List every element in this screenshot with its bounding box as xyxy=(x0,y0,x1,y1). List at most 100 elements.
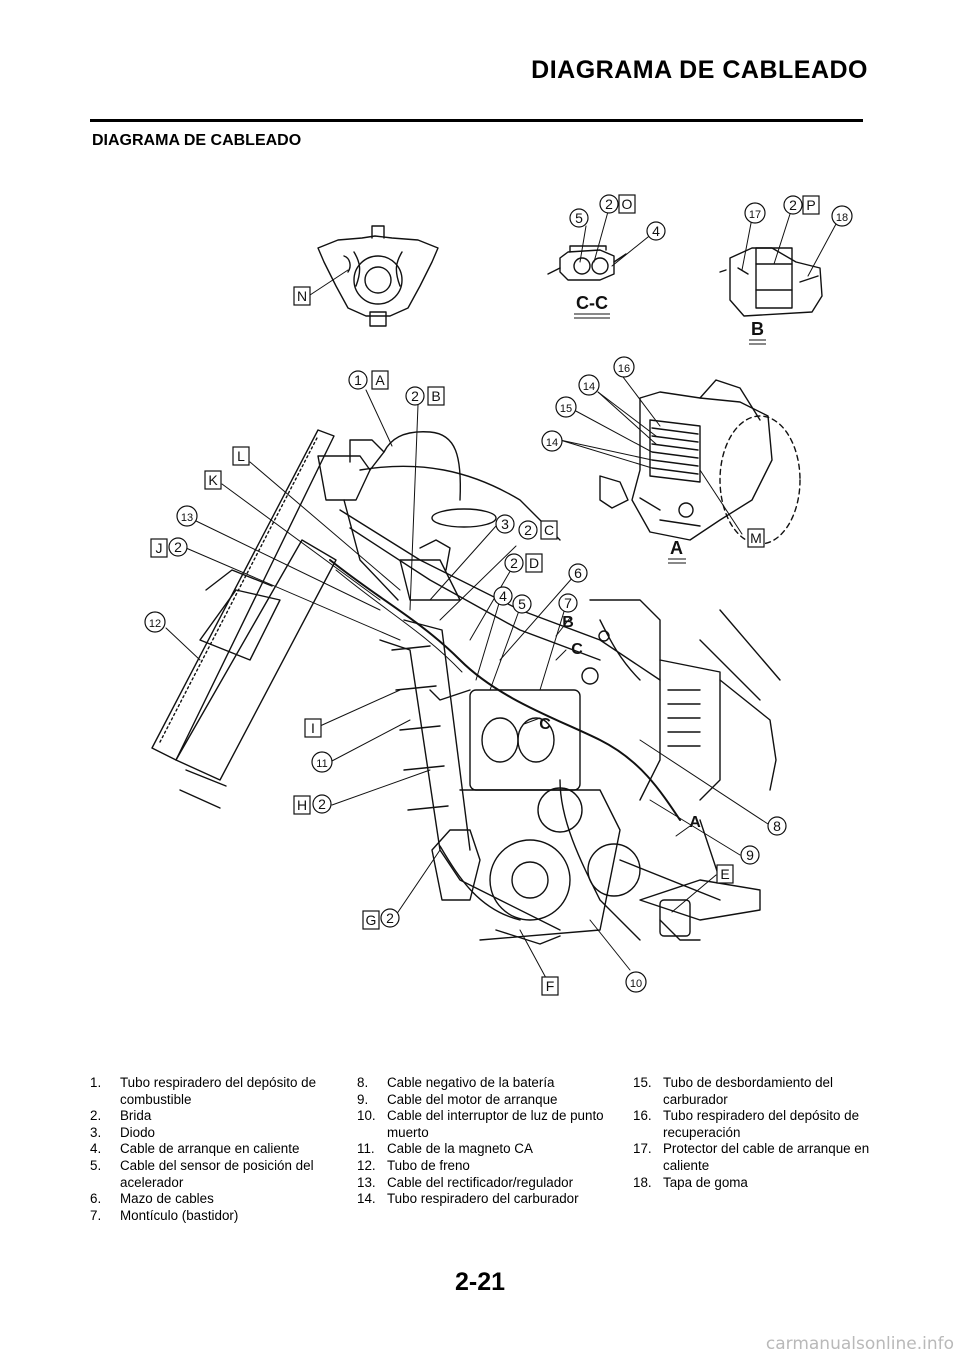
callout-h: H xyxy=(293,795,311,815)
callout-c2d: 2 xyxy=(504,553,524,573)
legend-item-text: Tubo de desbordamiento del carburador xyxy=(663,1075,833,1107)
section-cc-view xyxy=(547,245,627,281)
callout-label: 17 xyxy=(749,209,761,221)
callout-label: D xyxy=(529,555,539,571)
callout-b_box: B xyxy=(427,386,445,406)
callout-c2c: 2 xyxy=(518,520,538,540)
callout-label: J xyxy=(156,540,163,556)
callout-label: 3 xyxy=(501,516,509,532)
callout-label: N xyxy=(297,288,307,304)
callout-o: O xyxy=(618,194,636,214)
callout-label: 13 xyxy=(181,512,193,524)
callout-label: K xyxy=(208,472,218,488)
legend-item-text: Cable del sensor de posición del acelera… xyxy=(120,1157,314,1190)
callout-label: 4 xyxy=(499,588,507,604)
callout-label: O xyxy=(622,196,633,212)
callout-label: 2 xyxy=(411,388,419,404)
legend-item: 4.Cable de arranque en caliente xyxy=(90,1141,357,1158)
callout-d_box: D xyxy=(525,553,543,573)
legend-item-text: Tubo de freno xyxy=(387,1157,470,1173)
motorcycle-frame-drawing xyxy=(151,429,781,945)
callout-k: K xyxy=(204,470,222,490)
callout-j: J xyxy=(150,538,168,558)
section-a-view xyxy=(599,379,801,545)
legend-item: 14.Tubo respiradero del carburador xyxy=(357,1191,633,1208)
legend-item-text: Mazo de cables xyxy=(120,1191,214,1207)
callout-f: F xyxy=(541,976,559,996)
legend-item-number: 17. xyxy=(633,1141,652,1157)
legend-item-text: Tubo respiradero del depósito de combust… xyxy=(120,1075,317,1107)
callout-lc2: C xyxy=(539,716,551,733)
callout-label: 2 xyxy=(174,539,182,555)
legend-item-text: Cable negativo de la batería xyxy=(387,1075,555,1090)
headlight-view xyxy=(317,225,439,327)
callout-lc1: C xyxy=(571,641,583,658)
wiring-diagram: C-C B A N52O4172P1816141514M1A2BLK13J232… xyxy=(144,194,853,996)
callout-label: 7 xyxy=(564,595,572,611)
callout-label: 14 xyxy=(583,381,595,393)
callout-c18: 18 xyxy=(831,205,853,227)
callout-label: P xyxy=(806,197,815,213)
callout-c17: 17 xyxy=(744,202,766,224)
callout-label: M xyxy=(750,530,762,546)
callout-label: H xyxy=(297,797,307,813)
callout-label: 2 xyxy=(789,197,797,213)
callout-label: 6 xyxy=(574,565,582,581)
section-cc-label: C-C xyxy=(576,293,608,313)
callout-c5: 5 xyxy=(569,208,589,228)
callout-label: E xyxy=(720,866,729,882)
callout-c2o: 2 xyxy=(599,194,619,214)
callout-label: 5 xyxy=(575,210,583,226)
callout-label: 4 xyxy=(652,223,660,239)
legend-item-number: 8. xyxy=(357,1075,369,1090)
callout-label: 2 xyxy=(510,555,518,571)
callout-label: 9 xyxy=(746,847,754,863)
callout-l: L xyxy=(232,446,250,466)
callout-c14b: 14 xyxy=(541,430,563,452)
callout-label: L xyxy=(237,448,245,464)
legend-item-text: Montículo (bastidor) xyxy=(120,1207,239,1223)
legend-item-number: 14. xyxy=(357,1191,376,1207)
callout-c16: 16 xyxy=(613,356,635,378)
callout-label: 1 xyxy=(354,372,362,388)
callout-c15: 15 xyxy=(555,396,577,418)
callout-label: G xyxy=(366,912,377,928)
callout-label: C xyxy=(544,522,554,538)
callout-label: 15 xyxy=(560,403,572,415)
callout-label: 14 xyxy=(546,437,558,449)
callout-c14a: 14 xyxy=(578,374,600,396)
legend-item-text: Tubo respiradero del depósito de recuper… xyxy=(663,1108,860,1140)
callout-g: G xyxy=(362,910,380,930)
callout-label: B xyxy=(431,388,440,404)
callout-label: I xyxy=(311,720,315,736)
callout-c10: 10 xyxy=(625,971,647,993)
section-b-label: B xyxy=(751,319,764,339)
legend-item: 11.Cable de la magneto CA xyxy=(357,1141,633,1158)
callout-label: F xyxy=(546,978,555,994)
watermark: carmanualsonline.info xyxy=(765,1334,954,1354)
section-a-label: A xyxy=(670,538,683,558)
callout-n: N xyxy=(293,286,311,306)
legend-item-text: Cable del interruptor de luz de punto mu… xyxy=(387,1108,604,1140)
legend-item: 16.Tubo respiradero del depósito de recu… xyxy=(633,1108,873,1141)
legend-column-3: 15.Tubo de desbordamiento del carburador… xyxy=(633,1075,873,1224)
callout-c6: 6 xyxy=(568,563,588,583)
callout-c1: 1 xyxy=(348,370,368,390)
legend-item: 7.Montículo (bastidor) xyxy=(90,1208,357,1225)
callout-c4: 4 xyxy=(646,221,666,241)
callout-c2j: 2 xyxy=(168,537,188,557)
callout-label: B xyxy=(562,614,574,631)
legend-item: 2.Brida xyxy=(90,1108,357,1125)
parts-legend: 1.Tubo respiradero del depósito de combu… xyxy=(90,1075,880,1224)
legend-item: 6.Mazo de cables xyxy=(90,1191,357,1208)
legend-item-text: Cable del motor de arranque xyxy=(387,1091,558,1107)
legend-item-text: Cable de la magneto CA xyxy=(387,1141,533,1157)
callout-label: 8 xyxy=(773,818,781,834)
legend-item: 1.Tubo respiradero del depósito de combu… xyxy=(90,1075,357,1108)
callout-label: C xyxy=(571,641,583,658)
callout-label: A xyxy=(375,372,385,388)
callout-c11: 11 xyxy=(311,751,333,773)
legend-item-text: Cable de arranque en caliente xyxy=(120,1141,300,1157)
legend-item-number: 18. xyxy=(633,1174,652,1190)
